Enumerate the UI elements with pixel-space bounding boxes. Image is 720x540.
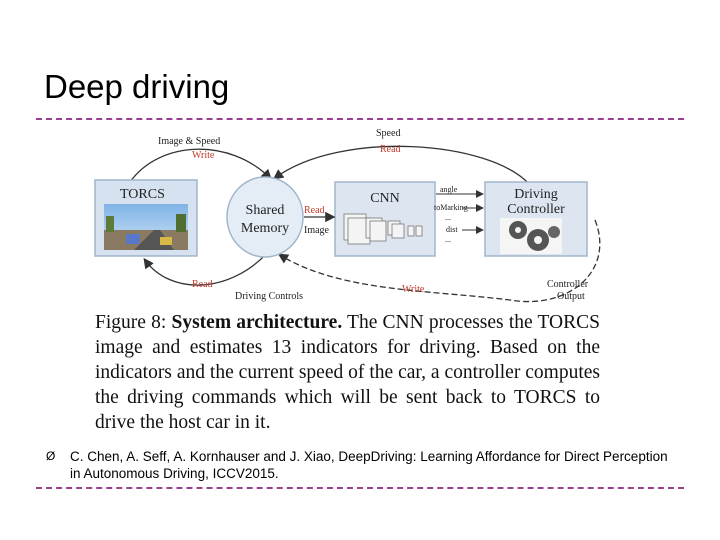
system-architecture-diagram: TORCS Shared Memory CNN angle toMarking … <box>94 128 601 303</box>
arrow-image-speed-write <box>129 148 272 183</box>
indicator-dist: dist <box>446 225 458 234</box>
arrow-speed-read <box>272 145 531 186</box>
indicator-ellipsis-2: ... <box>445 235 451 244</box>
shared-memory-label-2: Memory <box>241 221 289 236</box>
torcs-label: TORCS <box>120 187 165 202</box>
figure-caption: Figure 8: System architecture. The CNN p… <box>95 310 600 435</box>
write-bottom-label: Write <box>402 284 425 295</box>
top-divider <box>36 118 684 120</box>
write-top-label: Write <box>192 150 215 161</box>
speed-label: Speed <box>376 128 400 139</box>
indicator-angle: angle <box>440 185 458 194</box>
gears-icon <box>500 218 562 254</box>
cnn-label: CNN <box>370 191 400 206</box>
controller-label-1: Driving <box>514 187 558 202</box>
read-bottom-label: Read <box>192 279 213 290</box>
slide-title: Deep driving <box>44 68 230 105</box>
read-top-label: Read <box>380 144 401 155</box>
arrow-controller-output-write <box>277 219 601 303</box>
caption-bold: System architecture. <box>171 312 343 333</box>
shared-memory-label-1: Shared <box>246 203 285 218</box>
figure-label: Figure 8: <box>95 312 167 333</box>
torcs-screenshot <box>104 204 188 250</box>
cnn-layers-icon <box>343 213 423 245</box>
driving-controls-label: Driving Controls <box>235 291 303 302</box>
reference-text: C. Chen, A. Seff, A. Kornhauser and J. X… <box>70 449 668 481</box>
controller-output-label-2: Output <box>557 291 585 302</box>
caption-text: The CNN processes the TORCS image and es… <box>95 312 600 433</box>
controller-output-label-1: Controller <box>547 279 589 290</box>
bottom-divider <box>36 487 684 489</box>
arrow-bullet-icon: Ø <box>46 449 56 463</box>
controller-label-2: Controller <box>507 202 565 217</box>
indicator-ellipsis-1: ... <box>445 213 451 222</box>
image-mid-label: Image <box>304 225 330 236</box>
image-speed-label: Image & Speed <box>158 136 220 147</box>
indicator-tomarking: toMarking <box>434 203 468 212</box>
read-mid-label: Read <box>304 205 325 216</box>
shared-memory-node <box>226 176 304 258</box>
arrow-driving-controls-read <box>143 249 271 286</box>
